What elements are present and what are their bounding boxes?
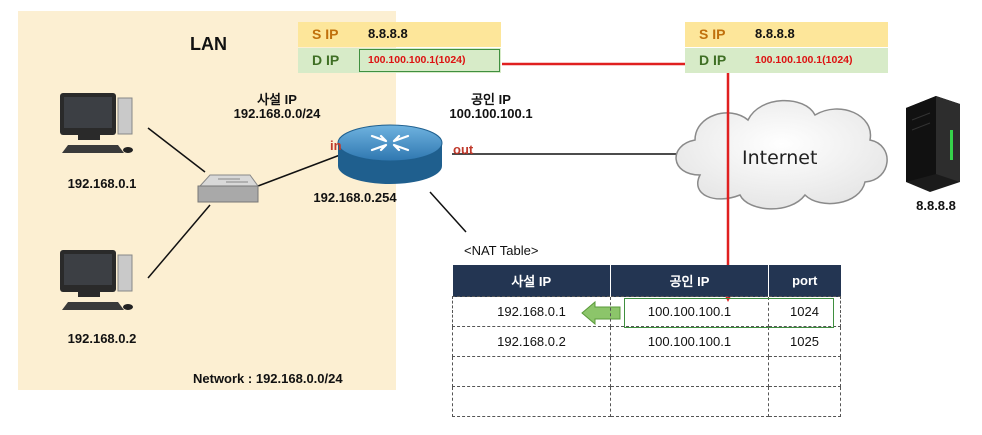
packet-header-right: S IP 8.8.8.8 D IP 100.100.100.1(1024) <box>685 22 888 73</box>
dest-ip-value: 100.100.100.1(1024) <box>755 54 853 66</box>
source-ip-value: 8.8.8.8 <box>368 26 408 41</box>
host-2-ip: 192.168.0.2 <box>67 331 137 346</box>
pc-icon <box>60 250 133 310</box>
in-label: in <box>330 138 342 153</box>
private-subnet: 192.168.0.0/24 <box>233 106 321 121</box>
table-cell <box>610 356 769 387</box>
nat-table-header: 사설 IP 공인 IP port <box>452 265 841 297</box>
pc-icon <box>60 93 133 153</box>
link-pc1-switch <box>147 127 206 173</box>
table-cell <box>452 386 611 417</box>
source-ip-row: S IP 8.8.8.8 <box>685 22 888 47</box>
column-header-private-ip: 사설 IP <box>452 265 611 297</box>
dest-ip-key: D IP <box>699 52 727 68</box>
server-icon <box>906 96 960 192</box>
table-row <box>452 356 841 387</box>
table-cell <box>768 386 841 417</box>
table-row: 192.168.0.2 100.100.100.1 1025 <box>452 326 841 357</box>
source-ip-key: S IP <box>312 26 339 42</box>
dest-ip-key: D IP <box>312 52 340 68</box>
table-cell: 100.100.100.1 <box>610 326 769 357</box>
cloud-label: Internet <box>742 147 818 169</box>
out-label: out <box>453 142 474 157</box>
column-header-public-ip: 공인 IP <box>610 265 769 297</box>
table-cell: 100.100.100.1 <box>610 296 769 327</box>
network-label: Network : 192.168.0.0/24 <box>193 371 343 386</box>
table-cell <box>768 356 841 387</box>
packet-header-left: S IP 8.8.8.8 D IP 100.100.100.1(1024) <box>298 22 501 73</box>
table-cell <box>610 386 769 417</box>
matched-entry-highlight <box>624 298 834 328</box>
table-cell: 192.168.0.1 <box>452 296 611 327</box>
table-row <box>452 386 841 417</box>
table-cell: 192.168.0.2 <box>452 326 611 357</box>
lan-title: LAN <box>190 34 227 54</box>
dest-ip-row: D IP 100.100.100.1(1024) <box>298 48 501 73</box>
server-ip: 8.8.8.8 <box>916 198 956 213</box>
source-ip-row: S IP 8.8.8.8 <box>298 22 501 47</box>
column-header-port: port <box>768 265 841 297</box>
gateway-ip: 192.168.0.254 <box>313 190 397 205</box>
private-ip-label: 사설 IP <box>257 92 297 107</box>
table-row: 192.168.0.1 100.100.100.1 1024 <box>452 296 841 327</box>
router-icon <box>337 124 443 184</box>
public-ip: 100.100.100.1 <box>449 106 533 121</box>
dest-ip-value: 100.100.100.1(1024) <box>368 54 466 66</box>
link-pc2-switch <box>147 204 211 279</box>
dest-ip-highlight <box>359 49 500 72</box>
dest-ip-row: D IP 100.100.100.1(1024) <box>685 48 888 73</box>
source-ip-key: S IP <box>699 26 726 42</box>
host-1-ip: 192.168.0.1 <box>67 176 137 191</box>
table-cell <box>452 356 611 387</box>
switch-icon <box>197 174 259 203</box>
link-router-nattable <box>429 191 467 233</box>
link-switch-router <box>257 154 341 187</box>
public-ip-label: 공인 IP <box>471 92 511 107</box>
nat-table-title: <NAT Table> <box>464 243 539 258</box>
nat-table: 사설 IP 공인 IP port 192.168.0.1 100.100.100… <box>452 265 841 417</box>
source-ip-value: 8.8.8.8 <box>755 26 795 41</box>
table-cell: 1025 <box>768 326 841 357</box>
